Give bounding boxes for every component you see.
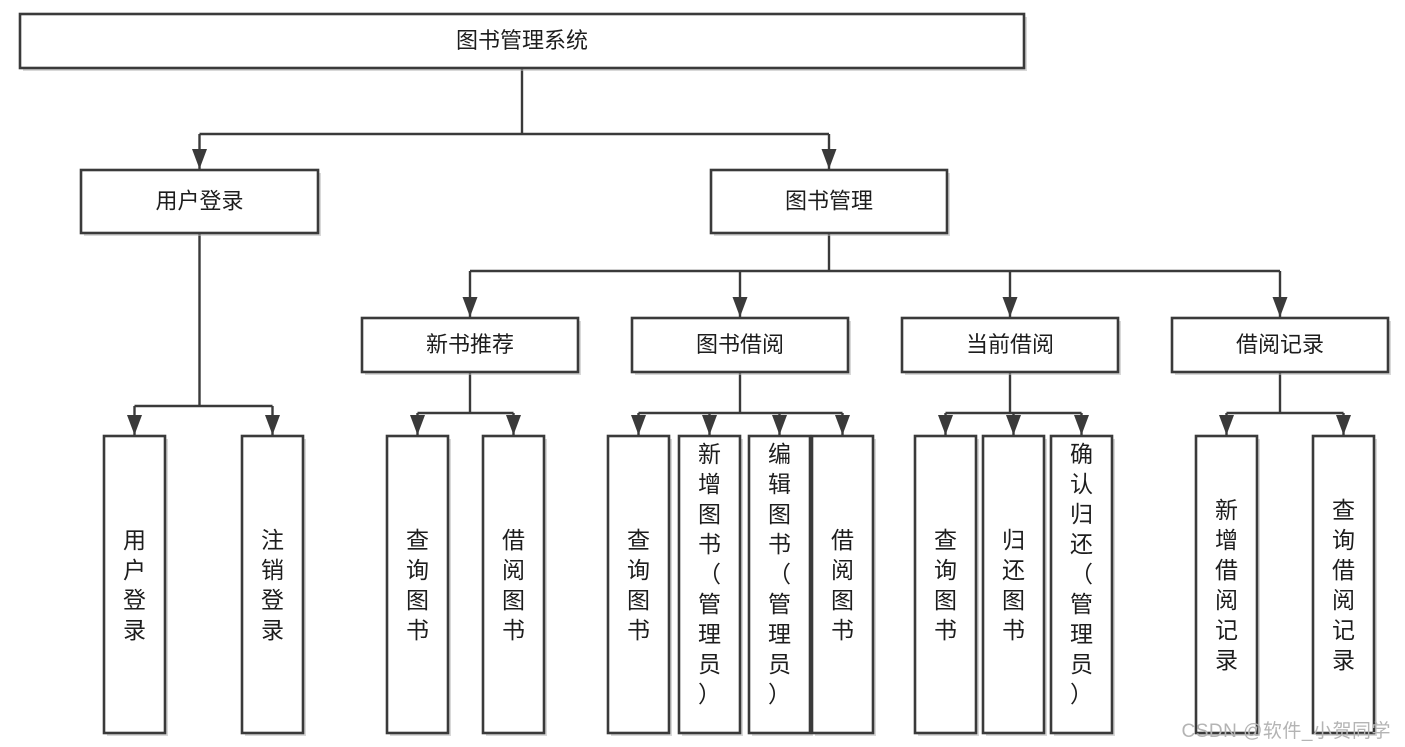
node-new-book-recommend[interactable]: 新书推荐 [360,316,581,375]
node-label: 编辑图书（管理员） [768,441,791,707]
arrow-to-leaf-query-book-3 [938,415,953,435]
leaf-node-leaf-query-book-1[interactable]: 查询图书 [385,434,451,736]
node-label: 借阅图书 [831,527,854,643]
node-label: 查询图书 [934,527,957,643]
node-label: 归还图书 [1002,527,1025,643]
connector-lines-group [127,68,1351,435]
node-label: 注销登录 [261,527,284,643]
node-label: 新增图书（管理员） [698,441,721,707]
leaf-node-leaf-user-logout[interactable]: 注销登录 [240,434,306,736]
leaf-node-leaf-borrow-book-1[interactable]: 借阅图书 [481,434,547,736]
arrow-to-book-management [821,149,837,169]
leaf-node-leaf-return-book[interactable]: 归还图书 [981,434,1047,736]
leaf-node-leaf-add-book[interactable]: 新增图书（管理员） [677,434,743,736]
arrow-to-leaf-borrow-book-2 [835,415,850,435]
node-label: 图书管理 [785,188,873,213]
arrow-to-leaf-user-logout [265,415,280,435]
node-user-login[interactable]: 用户登录 [79,168,321,236]
node-label: 用户登录 [155,188,243,213]
node-label: 查询图书 [406,527,429,643]
leaf-node-leaf-edit-book[interactable]: 编辑图书（管理员） [747,434,813,736]
node-label: 查询图书 [627,527,650,643]
arrow-to-leaf-add-record [1219,415,1234,435]
csdn-watermark: CSDN @软件_小贺同学 [1181,721,1391,742]
arrow-to-leaf-confirm-return [1074,415,1089,435]
arrow-to-leaf-query-record [1336,415,1351,435]
arrow-to-leaf-user-login [127,415,142,435]
arrow-to-leaf-edit-book [772,415,787,435]
arrow-to-leaf-query-book-1 [410,415,425,435]
node-label: 图书借阅 [696,332,784,357]
leaf-node-leaf-user-login[interactable]: 用户登录 [102,434,168,736]
arrow-to-leaf-query-book-2 [631,415,646,435]
arrow-to-leaf-borrow-book-1 [506,415,521,435]
arrow-to-leaf-add-book [702,415,717,435]
node-label: 借阅图书 [502,527,525,643]
node-root[interactable]: 图书管理系统 [18,12,1027,71]
leaf-node-leaf-query-book-2[interactable]: 查询图书 [606,434,672,736]
node-book-borrow[interactable]: 图书借阅 [630,316,851,375]
node-borrow-record[interactable]: 借阅记录 [1170,316,1391,375]
arrow-to-user-login [192,149,207,169]
node-label: 用户登录 [123,527,146,643]
node-label: 当前借阅 [966,332,1054,357]
node-label: 确认归还（管理员） [1070,441,1093,707]
leaf-node-leaf-confirm-return[interactable]: 确认归还（管理员） [1049,434,1115,736]
arrow-to-book-borrow [732,297,748,317]
node-label: 图书管理系统 [456,28,588,53]
node-label: 查询借阅记录 [1332,497,1355,673]
arrow-to-current-borrow [1002,297,1018,317]
node-current-borrow[interactable]: 当前借阅 [900,316,1121,375]
node-label: 新增借阅记录 [1215,497,1238,673]
node-label: 新书推荐 [426,332,514,357]
node-book-management[interactable]: 图书管理 [709,168,950,236]
leaf-node-leaf-query-book-3[interactable]: 查询图书 [913,434,979,736]
arrow-to-leaf-return-book [1006,415,1021,435]
leaf-node-leaf-borrow-book-2[interactable]: 借阅图书 [810,434,876,736]
node-label: 借阅记录 [1236,332,1324,357]
leaf-node-leaf-add-record[interactable]: 新增借阅记录 [1194,434,1260,736]
arrow-to-new-book-recommend [462,297,478,317]
node-boxes-group: 图书管理系统用户登录图书管理新书推荐图书借阅当前借阅借阅记录用户登录注销登录查询… [18,12,1391,736]
leaf-node-leaf-query-record[interactable]: 查询借阅记录 [1311,434,1377,736]
arrow-to-borrow-record [1272,297,1288,317]
